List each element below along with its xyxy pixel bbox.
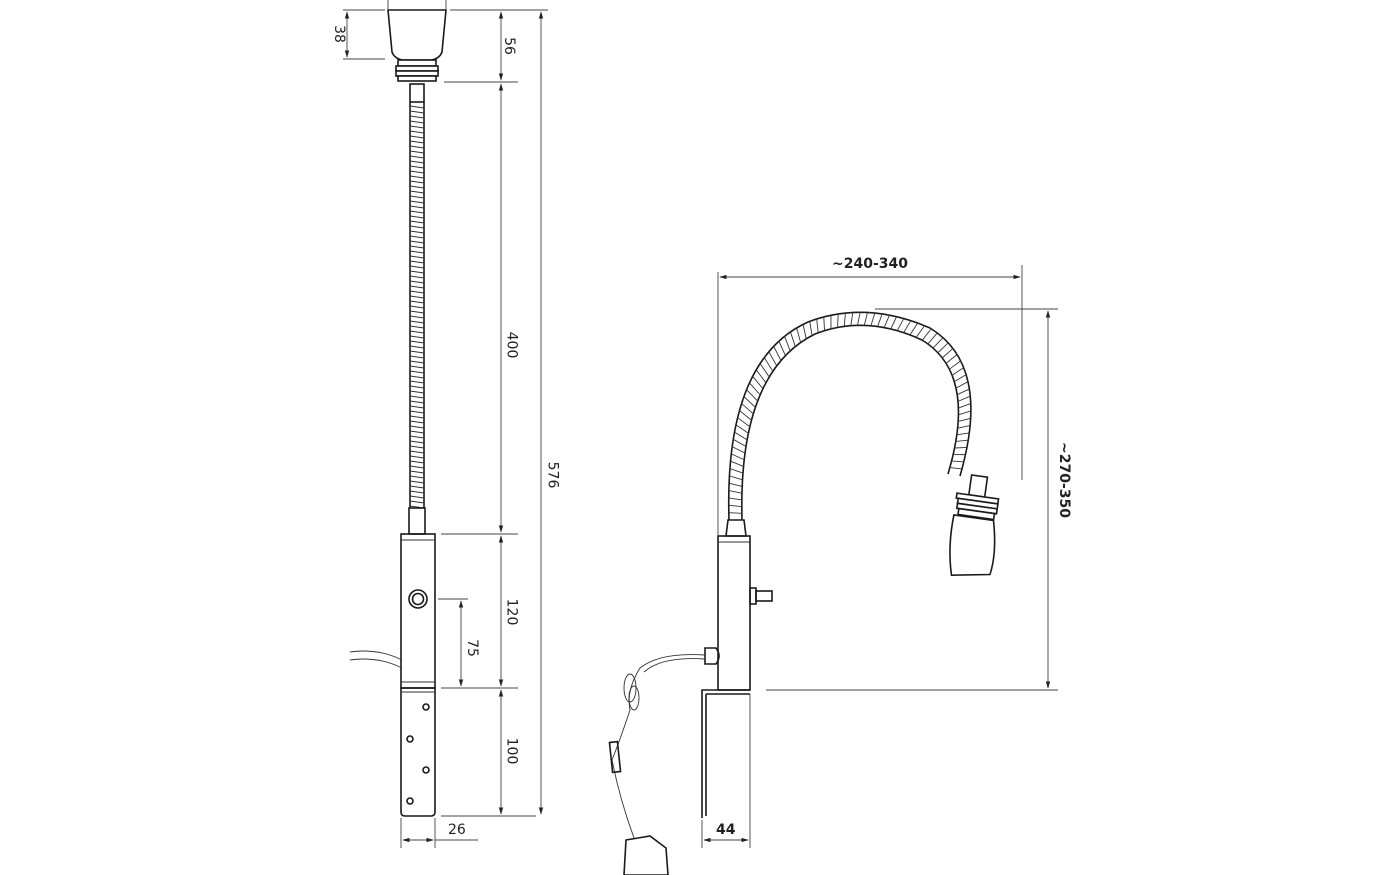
bracket-side	[701, 689, 750, 818]
front-view	[343, 0, 548, 848]
gooseneck-arc-inner	[741, 324, 960, 521]
dim-total-height: 576	[544, 461, 561, 489]
cable-plug	[704, 647, 720, 665]
dim-bracket-height: 100	[503, 737, 520, 765]
mounting-holes	[406, 703, 430, 805]
switch-side	[749, 587, 757, 605]
neck-connector-side	[725, 519, 747, 537]
cooling-fins-front	[395, 59, 439, 82]
lamp-shade-front	[387, 9, 447, 61]
dim-gooseneck-length: 400	[503, 331, 520, 359]
dim-body-height: 120	[503, 598, 520, 626]
dim-side-height: ~270-350	[1056, 442, 1072, 518]
dim-head-height: 56	[500, 37, 517, 55]
inline-connector	[608, 740, 622, 774]
dim-body-width: 26	[448, 822, 466, 838]
dim-switch-height: 75	[463, 639, 480, 657]
bracket-plate-front	[400, 687, 436, 817]
lamp-body-side	[717, 535, 751, 691]
gooseneck-front	[409, 102, 425, 509]
dim-shade-height: 38	[330, 25, 347, 43]
dim-bracket-depth: 44	[716, 822, 736, 838]
neck-connector-bottom	[408, 507, 426, 535]
dim-reach: ~240-340	[832, 256, 908, 272]
lamp-body-front	[400, 533, 436, 689]
lamp-head-side	[949, 474, 1000, 576]
side-view	[608, 265, 1058, 875]
power-adapter	[623, 835, 669, 875]
cable-front	[349, 650, 403, 661]
neck-connector-top	[409, 83, 425, 103]
gooseneck-arc-outer	[727, 311, 972, 521]
switch-front	[408, 589, 428, 609]
cable-side	[611, 654, 706, 839]
